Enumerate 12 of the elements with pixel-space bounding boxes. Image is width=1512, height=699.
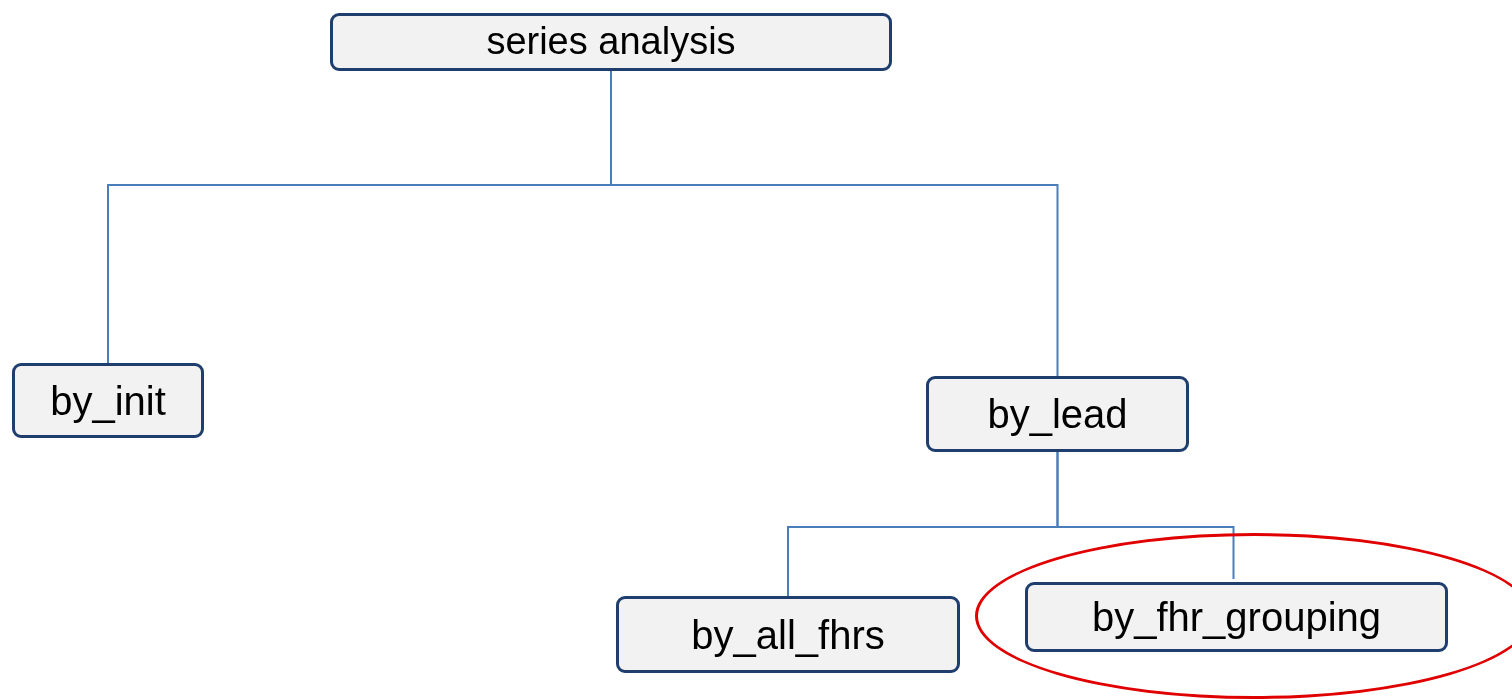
node-label: series analysis	[486, 21, 736, 63]
process-box	[616, 596, 960, 673]
connector-line	[1056, 451, 1235, 580]
process-box	[1025, 582, 1448, 652]
node-label: by_lead	[987, 392, 1128, 436]
highlight-ellipse	[975, 533, 1512, 699]
node-label: by_fhr_grouping	[1091, 595, 1382, 639]
process-box	[330, 13, 892, 71]
node-label: by_init	[50, 378, 166, 423]
process-box	[12, 363, 204, 438]
process-box	[926, 376, 1189, 452]
node-label: by_all_fhrs	[691, 612, 885, 657]
